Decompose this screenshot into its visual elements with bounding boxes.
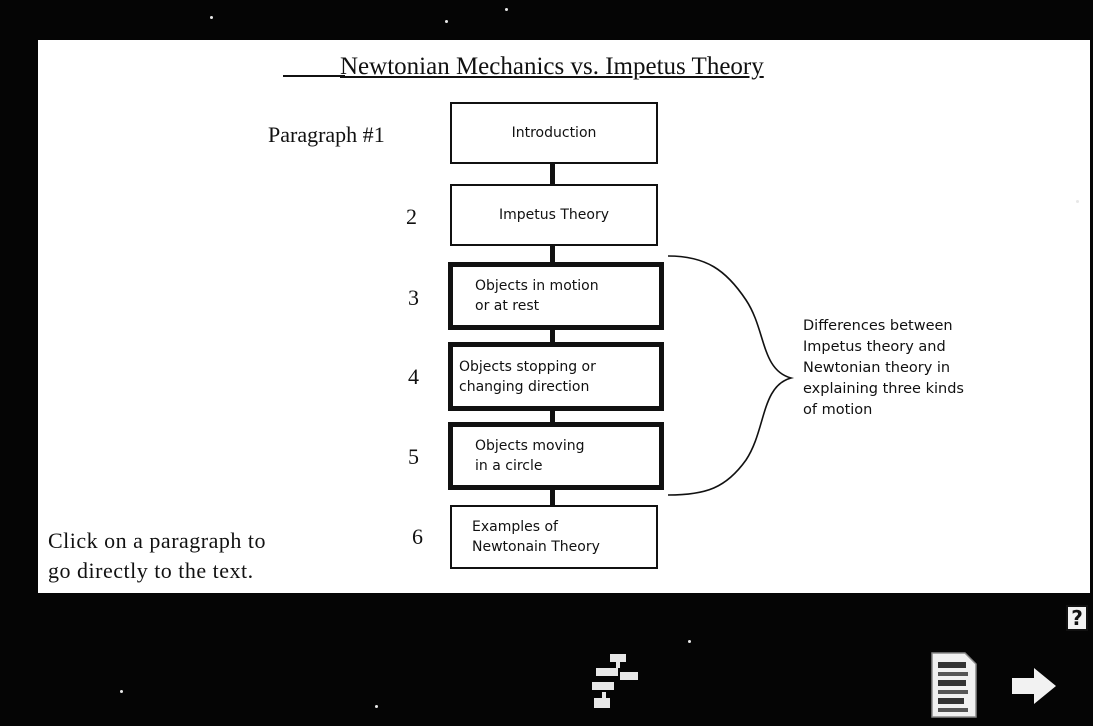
noise-speck (505, 8, 508, 11)
flow-connector (550, 329, 555, 343)
noise-speck (120, 690, 123, 693)
noise-speck (375, 705, 378, 708)
paragraph-number-2: 2 (406, 204, 417, 229)
paragraph-3-button[interactable]: Objects in motion or at rest (448, 262, 664, 330)
content-screen: Newtonian Mechanics vs. Impetus Theory P… (38, 40, 1090, 593)
paragraph-1-button[interactable]: Introduction (450, 102, 658, 164)
paragraph-number-3: 3 (408, 285, 419, 310)
question-mark-icon: ? (1071, 606, 1083, 630)
paragraph-6-button[interactable]: Examples of Newtonain Theory (450, 505, 658, 569)
noise-speck (688, 640, 691, 643)
paragraph-5-label: Objects moving in a circle (475, 438, 585, 474)
paragraph-2-label: Impetus Theory (498, 207, 610, 223)
flow-connector (550, 409, 555, 423)
paragraph-5-button[interactable]: Objects moving in a circle (448, 422, 664, 490)
paragraph-number-4: 4 (408, 364, 419, 389)
curly-bracket (667, 255, 795, 496)
text-page-icon[interactable] (929, 650, 979, 720)
flow-connector (550, 489, 555, 505)
next-arrow-icon[interactable] (1010, 666, 1058, 706)
paragraph-3-label: Objects in motion or at rest (475, 278, 599, 314)
flow-connector (550, 162, 555, 184)
paragraph-number-5: 5 (408, 444, 419, 469)
paragraph-2-button[interactable]: Impetus Theory (450, 184, 658, 246)
noise-speck (210, 16, 213, 19)
flow-connector (550, 244, 555, 264)
paragraph-label-text: Paragraph # (268, 122, 374, 147)
paragraph-6-label: Examples of Newtonain Theory (472, 519, 600, 555)
title-underline-rule (283, 75, 345, 77)
page-title: Newtonian Mechanics vs. Impetus Theory (340, 53, 764, 80)
noise-speck (445, 20, 448, 23)
help-button[interactable]: ? (1066, 605, 1088, 631)
paragraph-number-1: 1 (373, 122, 385, 147)
noise-speck (1076, 200, 1079, 203)
paragraph-map-icon[interactable] (586, 652, 650, 714)
paragraph-number-6: 6 (412, 524, 423, 549)
paragraph-label: Paragraph #1 (268, 122, 385, 148)
paragraph-4-button[interactable]: Objects stopping or changing direction (448, 342, 664, 411)
paragraph-1-label: Introduction (511, 125, 597, 141)
instruction-text: Click on a paragraph to go directly to t… (48, 528, 266, 583)
bracket-note: Differences between Impetus theory and N… (803, 318, 964, 418)
paragraph-4-label: Objects stopping or changing direction (459, 358, 596, 395)
